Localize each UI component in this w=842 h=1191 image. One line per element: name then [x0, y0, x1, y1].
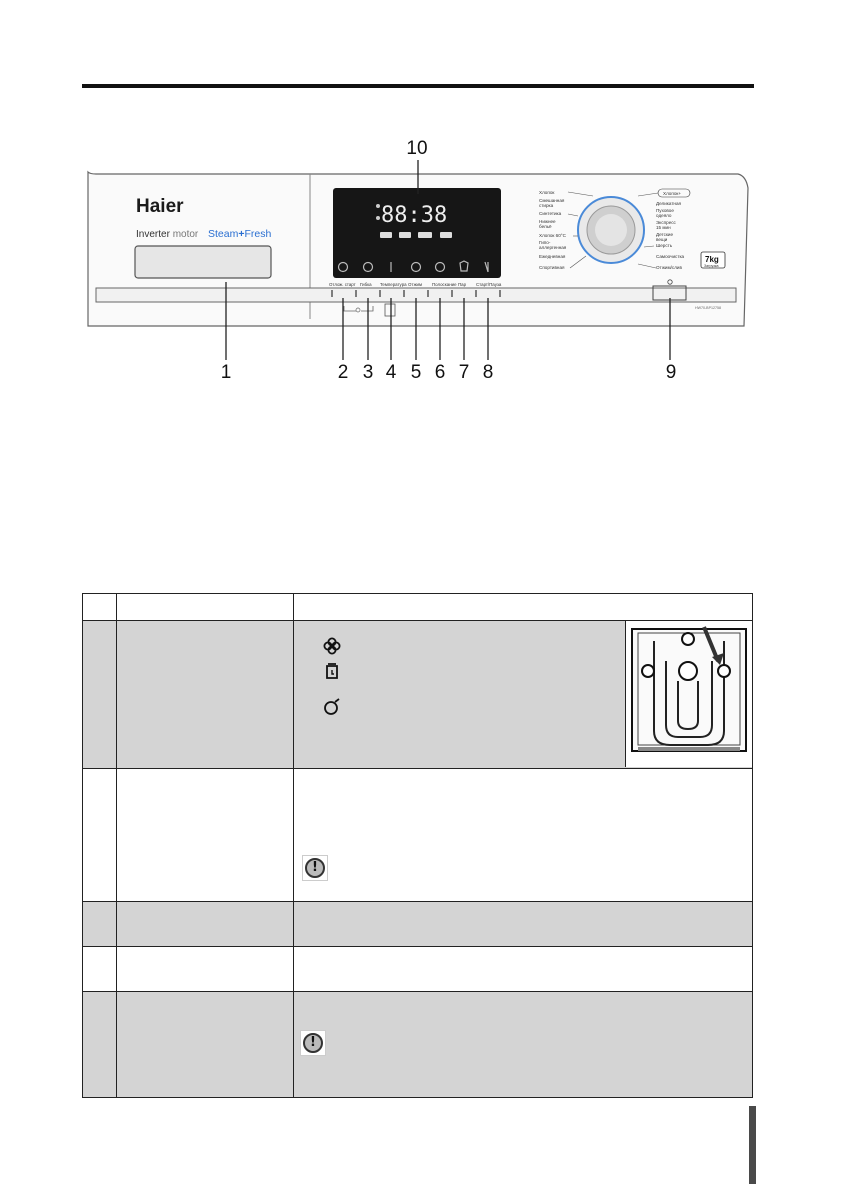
callout-number-6: 6: [434, 362, 446, 383]
svg-text:Отжим/слив: Отжим/слив: [656, 265, 682, 270]
svg-text:Температура: Температура: [380, 282, 407, 287]
header-cell-name: [116, 593, 294, 621]
svg-text:15 мин: 15 мин: [656, 225, 671, 230]
callout-number-7: 7: [458, 362, 470, 383]
svg-text:Экспресс: Экспресс: [656, 220, 677, 225]
table-row: [82, 946, 753, 992]
plus-label: +: [238, 228, 244, 240]
svg-text:аллергенная: аллергенная: [539, 245, 567, 250]
capacity-sub-label: Загрузка: [704, 264, 719, 268]
svg-text:Синтетика: Синтетика: [539, 211, 562, 216]
svg-text:Отлож. старт: Отлож. старт: [329, 282, 356, 287]
header-rule: [82, 84, 754, 88]
button-labels: Отлож. старт Гибка Температура Отжим Пол…: [329, 282, 502, 287]
warning-icon: !: [302, 855, 328, 881]
svg-text:Нижнее: Нижнее: [539, 219, 556, 224]
svg-text:Шерсть: Шерсть: [656, 243, 673, 248]
header-cell-number: [82, 593, 117, 621]
svg-text:Inverter motor: Inverter motor: [136, 229, 199, 240]
table-header-row: [82, 593, 753, 621]
detergent-drawer-handle: [134, 245, 272, 279]
brand-logo: Haier: [136, 196, 184, 217]
svg-text:стирка: стирка: [539, 203, 554, 208]
svg-text:вещи: вещи: [656, 237, 668, 242]
capacity-label: 7kg: [705, 255, 719, 264]
callout-number-9: 9: [665, 362, 677, 383]
svg-text:одеяло: одеяло: [656, 213, 672, 218]
svg-text:Самоочистка: Самоочистка: [656, 254, 685, 259]
callout-number-8: 8: [482, 362, 494, 383]
svg-text:Хлопок: Хлопок: [539, 190, 555, 195]
touch-button-icons: [337, 260, 489, 273]
svg-text:Хлопок+: Хлопок+: [663, 191, 681, 196]
callout-number-2: 2: [337, 362, 349, 383]
svg-text:Отжим: Отжим: [408, 282, 422, 287]
inverter-label: Inverter: [136, 229, 171, 240]
callout-number-1: 1: [220, 362, 232, 383]
svg-text:Старт/Пауза: Старт/Пауза: [476, 282, 502, 287]
control-panel-illustration: Haier Inverter motor Steam+Fresh 88:38 Х…: [87, 160, 749, 360]
side-tab-marker: [749, 1106, 756, 1184]
motor-label: motor: [173, 229, 199, 240]
button-description-table: ! !: [82, 593, 753, 1098]
callout-number-3: 3: [362, 362, 374, 383]
drawer-photo: [625, 621, 752, 767]
table-row: !: [82, 768, 753, 902]
callout-number-5: 5: [410, 362, 422, 383]
svg-text:Деликатная: Деликатная: [656, 201, 682, 206]
header-cell-description: [293, 593, 753, 621]
svg-text:бельё: бельё: [539, 224, 552, 229]
spin-icon: [324, 698, 340, 715]
fresh-label: Fresh: [245, 228, 272, 240]
warning-icon: !: [300, 1030, 326, 1056]
table-row: [82, 901, 753, 947]
svg-text:Пуховое: Пуховое: [656, 208, 674, 213]
table-row: [82, 620, 753, 769]
svg-text:Хлопок 60°С: Хлопок 60°С: [539, 233, 567, 238]
svg-text:Ежедневная: Ежедневная: [539, 254, 566, 259]
flower-icon: [323, 637, 341, 655]
svg-text:Гипо-: Гипо-: [539, 240, 551, 245]
svg-text:Гибка: Гибка: [360, 282, 372, 287]
svg-text:Детские: Детские: [656, 232, 673, 237]
steam-label: Steam: [208, 228, 239, 240]
table-row: !: [82, 991, 753, 1098]
timer-icon: [326, 663, 338, 679]
svg-text:Steam+Fresh: Steam+Fresh: [208, 228, 272, 240]
capacity-badge: [700, 251, 726, 269]
model-label: HW70-BP12758: [695, 306, 721, 310]
svg-text:Смешанная: Смешанная: [539, 198, 565, 203]
svg-text:Полоскание: Полоскание: [432, 282, 457, 287]
svg-text:Спортивная: Спортивная: [539, 265, 565, 270]
display-panel: [333, 188, 501, 278]
callout-number-4: 4: [385, 362, 397, 383]
svg-text:Пар: Пар: [458, 282, 467, 287]
display-digits: 88:38: [381, 203, 447, 228]
callout-number-10: 10: [406, 138, 428, 159]
